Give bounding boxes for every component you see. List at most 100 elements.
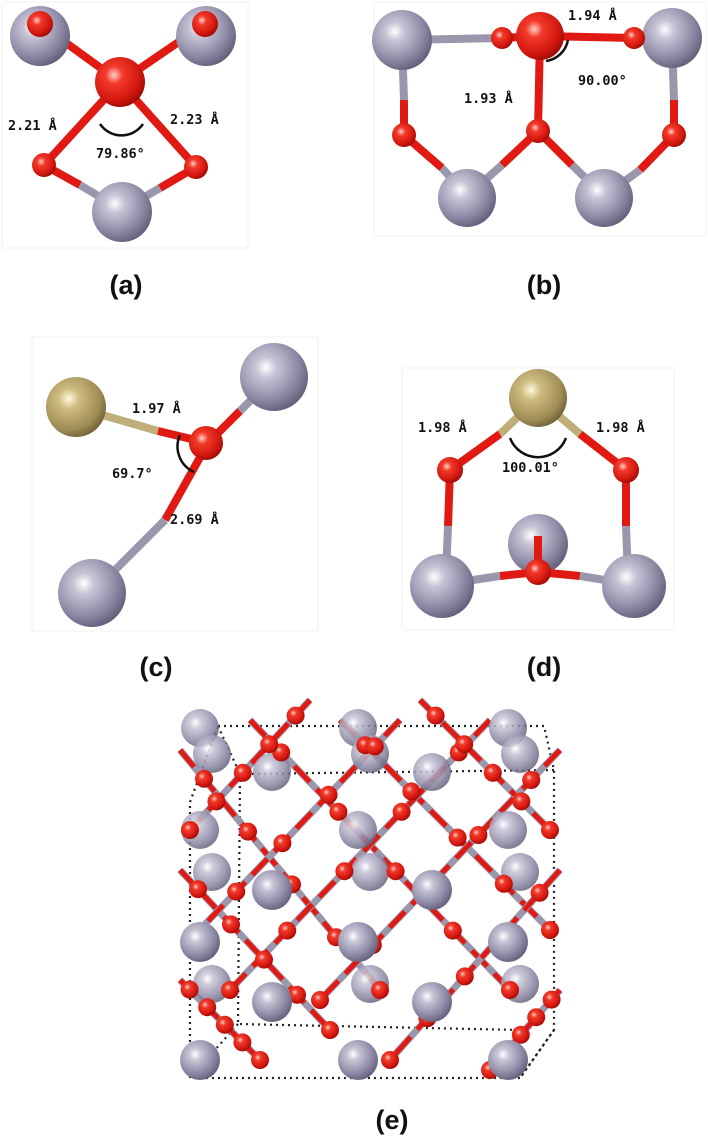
oxygen-atom (189, 426, 223, 460)
oxygen-atom (426, 706, 445, 725)
oxygen-atom (494, 874, 513, 893)
oxygen-atom (469, 826, 488, 844)
oxygen-atom (278, 921, 297, 940)
panel-e (170, 690, 570, 1102)
oxygen-atom (184, 155, 208, 179)
oxygen-atom (251, 1051, 269, 1069)
distance-label: 1.93 Å (464, 90, 513, 107)
metal-atom (338, 922, 378, 962)
angle-label: 90.00° (578, 73, 627, 89)
distance-label: 1.98 Å (596, 419, 645, 436)
oxygen-atom (198, 998, 217, 1017)
oxygen-atom (526, 119, 550, 143)
oxygen-atom (512, 792, 531, 811)
metal-atom (575, 169, 633, 227)
oxygen-atom (522, 771, 541, 789)
oxygen-atom (311, 991, 329, 1009)
oxygen-atom (288, 985, 306, 1004)
bond (178, 868, 332, 1032)
oxygen-atom (192, 11, 218, 37)
central-oxygen-atom (95, 57, 145, 107)
metal-atom (489, 811, 527, 849)
oxygen-atom (392, 802, 411, 821)
oxygen-atom (365, 737, 384, 756)
oxygen-atom (180, 980, 199, 999)
panel-label: (c) (139, 652, 173, 682)
panel-label: (e) (375, 1105, 409, 1135)
distance-label: 1.94 Å (568, 7, 617, 24)
metal-atom (410, 554, 474, 618)
oxygen-atom (381, 1051, 399, 1069)
bond (188, 698, 312, 832)
oxygen-atom (443, 921, 462, 940)
oxygen-atom (215, 1015, 234, 1034)
angle-label: 79.86° (96, 146, 145, 162)
metal-atom (372, 10, 432, 70)
panel-b: 1.94 Å 1.93 Å 90.00° (372, 0, 708, 238)
oxygen-atom (623, 27, 645, 49)
oxygen-atom (491, 27, 513, 49)
oxygen-atom (613, 457, 639, 483)
angle-label: 100.01° (502, 460, 559, 476)
oxygen-atom (392, 123, 416, 147)
oxygen-atom (530, 883, 549, 902)
panel-c: 1.97 Å 2.69 Å 69.7° (30, 335, 320, 633)
oxygen-atom (189, 880, 207, 899)
metal-atom (413, 753, 451, 791)
angle-arc (176, 434, 195, 474)
dopant-atom (509, 369, 567, 427)
oxygen-atom (455, 735, 474, 754)
metal-atom (181, 811, 219, 849)
oxygen-atom (222, 915, 240, 934)
metal-atom (488, 922, 528, 962)
metal-atom (193, 965, 231, 1003)
oxygen-atom (437, 457, 463, 483)
oxygen-atom (662, 123, 686, 147)
angle-arc (98, 123, 145, 137)
panel-label: (a) (109, 270, 143, 300)
oxygen-atom (255, 950, 273, 969)
oxygen-atom (329, 802, 348, 821)
oxygen-atom (321, 1021, 339, 1039)
metal-atom (252, 982, 292, 1022)
oxygen-atom (319, 785, 338, 804)
metal-atom (488, 1040, 528, 1080)
oxygen-atom (402, 782, 421, 801)
metal-atom (338, 1040, 378, 1080)
panel-label: (d) (526, 652, 562, 682)
distance-label: 2.69 Å (170, 511, 219, 528)
oxygen-atom (207, 792, 226, 811)
metal-atom (412, 870, 452, 910)
distance-label: 2.21 Å (8, 117, 57, 134)
oxygen-atom (511, 1025, 530, 1044)
oxygen-atom (386, 862, 405, 881)
metal-atom (438, 169, 496, 227)
unit-cell-edge (519, 1029, 555, 1079)
oxygen-atom (448, 828, 467, 847)
oxygen-atom (542, 990, 561, 1009)
angle-arc (508, 437, 568, 459)
oxygen-atom (221, 981, 239, 999)
metal-atom (240, 343, 308, 411)
angle-arc (545, 39, 570, 63)
metal-atom (642, 8, 702, 68)
oxygen-atom (455, 967, 474, 986)
oxygen-atom (181, 821, 199, 839)
bond (247, 717, 513, 993)
metal-atom (339, 811, 377, 849)
oxygen-atom (195, 769, 213, 788)
unit-cell-edge (188, 724, 556, 1080)
distance-label: 2.23 Å (170, 111, 219, 128)
distance-label: 1.97 Å (132, 400, 181, 417)
metal-atom (501, 735, 539, 773)
oxygen-atom (233, 1033, 252, 1052)
oxygen-atom (227, 882, 246, 901)
metal-atom (602, 554, 666, 618)
oxygen-atom (32, 153, 56, 177)
metal-atom (253, 753, 291, 791)
oxygen-atom (525, 559, 551, 585)
bond (388, 868, 562, 1062)
metal-atom (58, 559, 126, 627)
metal-atom (92, 182, 152, 242)
unit-cell-edge (236, 773, 521, 1032)
